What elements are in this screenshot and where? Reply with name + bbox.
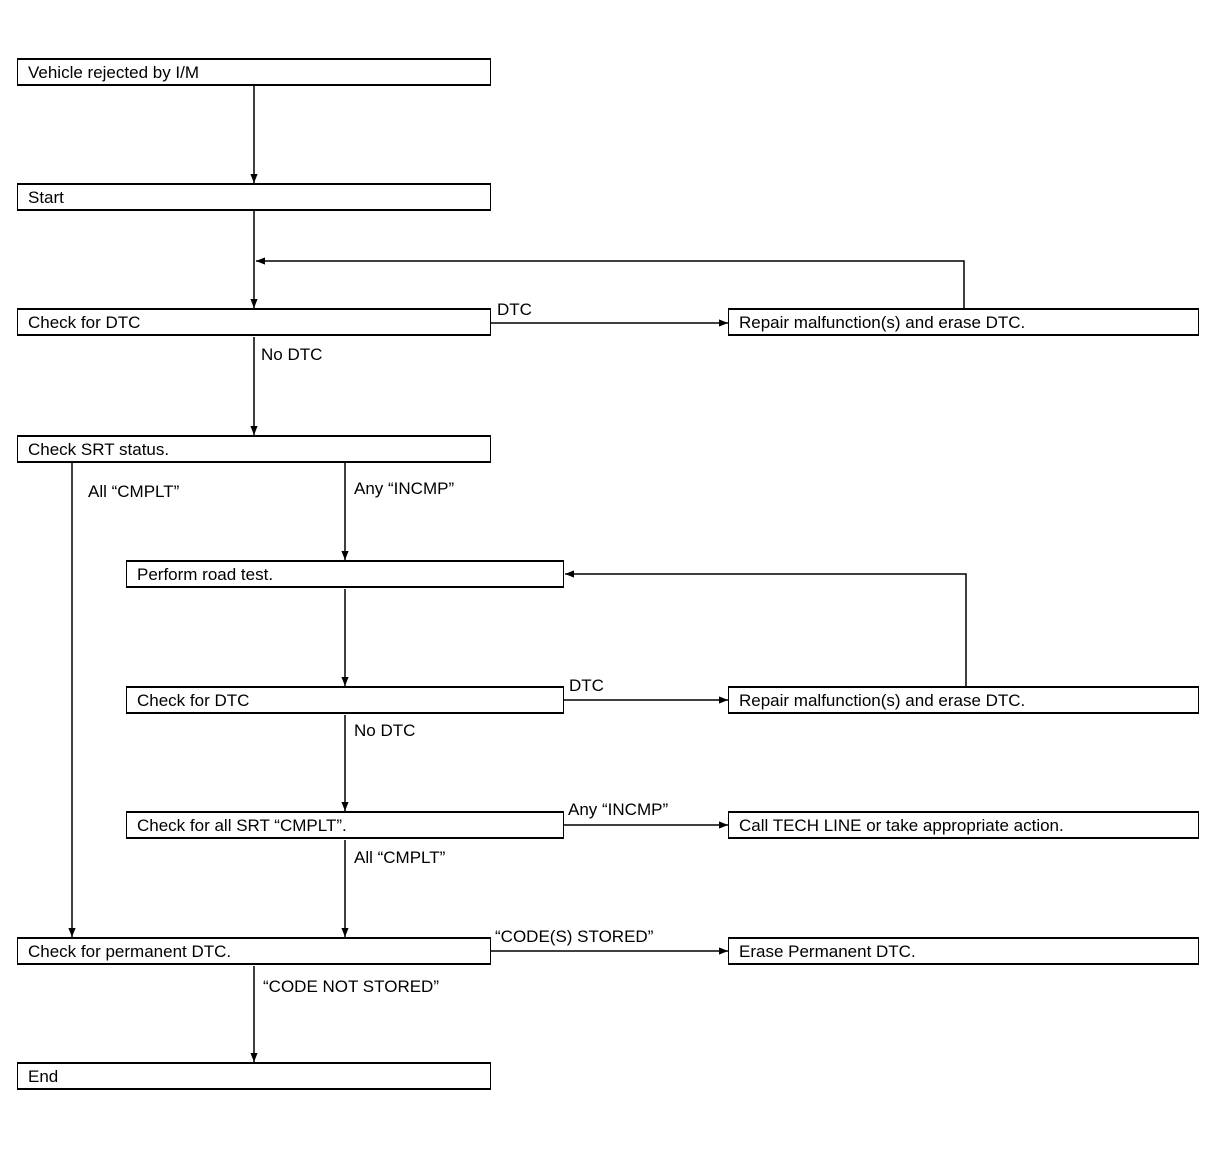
label-no-dtc-2: No DTC <box>354 721 416 740</box>
node-check-dtc-2: Check for DTC <box>126 686 564 714</box>
node-check-srt: Check SRT status. <box>17 435 491 463</box>
node-end: End <box>17 1062 491 1090</box>
label-any-incmp-1: Any “INCMP” <box>354 479 455 498</box>
node-start: Start <box>17 183 491 211</box>
label-no-dtc-1: No DTC <box>261 345 323 364</box>
label-any-incmp-2: Any “INCMP” <box>568 800 669 819</box>
label-all-cmplt-1: All “CMPLT” <box>88 482 180 501</box>
label-dtc-2: DTC <box>569 676 604 695</box>
node-check-dtc-1: Check for DTC <box>17 308 491 336</box>
node-vehicle-rejected: Vehicle rejected by I/M <box>17 58 491 86</box>
node-erase-permanent: Erase Permanent DTC. <box>728 937 1199 965</box>
node-check-all-srt: Check for all SRT “CMPLT”. <box>126 811 564 839</box>
label-codes-stored: “CODE(S) STORED” <box>495 927 654 946</box>
label-all-cmplt-2: All “CMPLT” <box>354 848 446 867</box>
label-dtc-1: DTC <box>497 300 532 319</box>
node-repair-1: Repair malfunction(s) and erase DTC. <box>728 308 1199 336</box>
arrow-repair-2-loop <box>565 570 967 686</box>
label-code-not-stored: “CODE NOT STORED” <box>263 977 439 996</box>
arrow-repair-1-loop <box>256 257 965 309</box>
node-call-tech-line: Call TECH LINE or take appropriate actio… <box>728 811 1199 839</box>
node-check-permanent: Check for permanent DTC. <box>17 937 491 965</box>
node-repair-2: Repair malfunction(s) and erase DTC. <box>728 686 1199 714</box>
node-road-test: Perform road test. <box>126 560 564 588</box>
